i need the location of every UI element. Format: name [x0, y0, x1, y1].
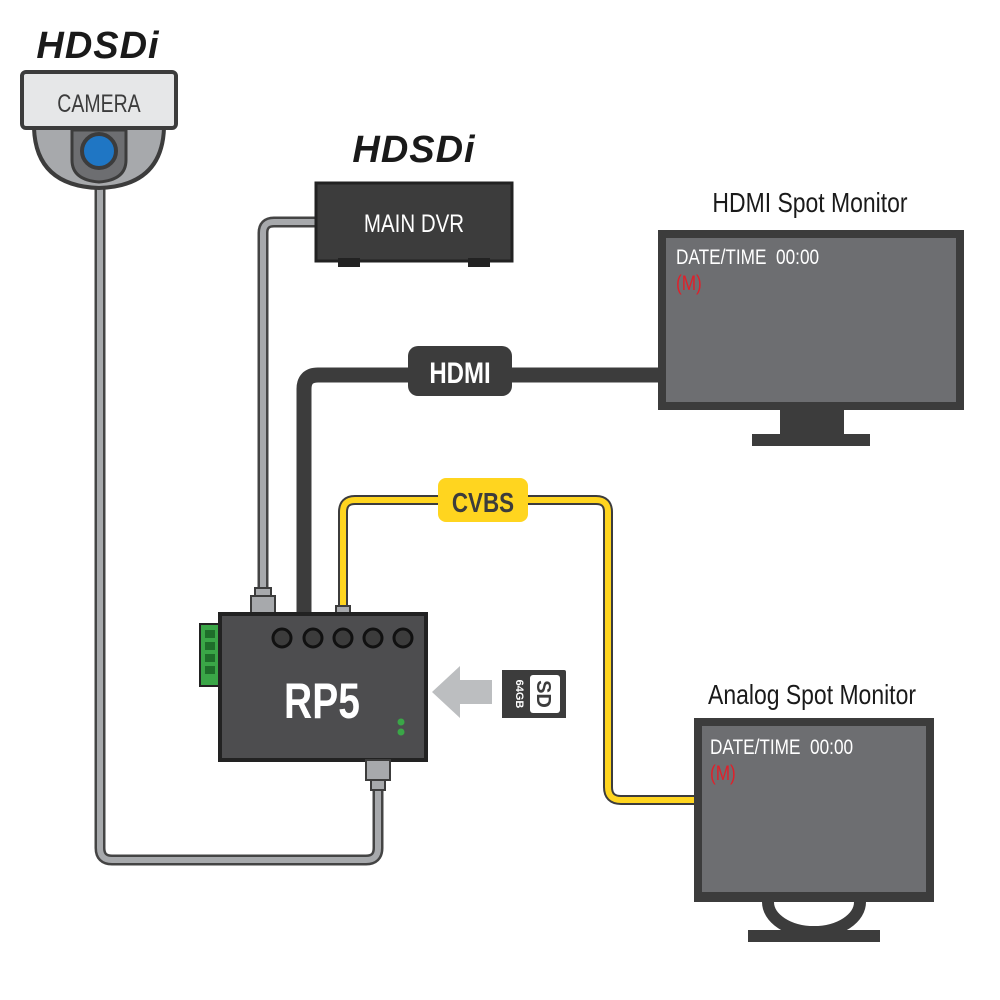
led-icon: [397, 728, 405, 736]
analog-spot-monitor: Analog Spot Monitor DATE/TIME 00:00 (M): [694, 680, 934, 942]
cvbs-label-tag: [438, 478, 528, 522]
hdmi-monitor-title: HDMI Spot Monitor: [712, 188, 908, 219]
button-1: [271, 627, 293, 649]
analog-monitor-screen-line2: (M): [710, 763, 736, 786]
hdmi-label: HDMI: [429, 355, 490, 389]
rp5-device: RP5: [199, 587, 428, 791]
top-bnc-connector: [254, 587, 272, 597]
analog-monitor-title: Analog Spot Monitor: [708, 680, 916, 711]
analog-monitor-screen: [702, 726, 926, 892]
hdmi-monitor-screen-line2: (M): [676, 273, 702, 296]
bottom-bnc-connector: [365, 759, 391, 781]
main-dvr: HDSDi MAIN DVR: [314, 129, 514, 267]
hdmi-monitor-screen: [666, 238, 956, 402]
sd-card: 64GB SD: [502, 670, 566, 718]
cvbs-label: CVBS: [452, 488, 514, 519]
camera-brand-logo: HDSDi: [36, 25, 160, 67]
button-5: [392, 627, 414, 649]
insert-arrow-icon: [432, 666, 492, 718]
sd-card-size: 64GB: [513, 680, 525, 709]
button-2: [302, 627, 324, 649]
camera: HDSDi CAMERA: [20, 25, 178, 191]
led-icon: [397, 718, 405, 726]
analog-monitor-screen-line1: DATE/TIME 00:00: [710, 737, 853, 760]
sd-card-label: SD: [532, 680, 554, 708]
button-4: [362, 627, 384, 649]
hdmi-spot-monitor: HDMI Spot Monitor DATE/TIME 00:00 (M): [658, 188, 964, 446]
dvr-brand-logo: HDSDi: [352, 129, 476, 171]
button-3: [332, 627, 354, 649]
hdmi-monitor-screen-line1: DATE/TIME 00:00: [676, 247, 819, 270]
camera-lens-icon: [80, 132, 118, 170]
dvr-label: MAIN DVR: [364, 209, 464, 237]
hdmi-label-tag: [408, 346, 512, 396]
hdmi-cable: [296, 367, 658, 612]
rp5-label: RP5: [284, 672, 360, 729]
camera-label: CAMERA: [57, 90, 140, 118]
